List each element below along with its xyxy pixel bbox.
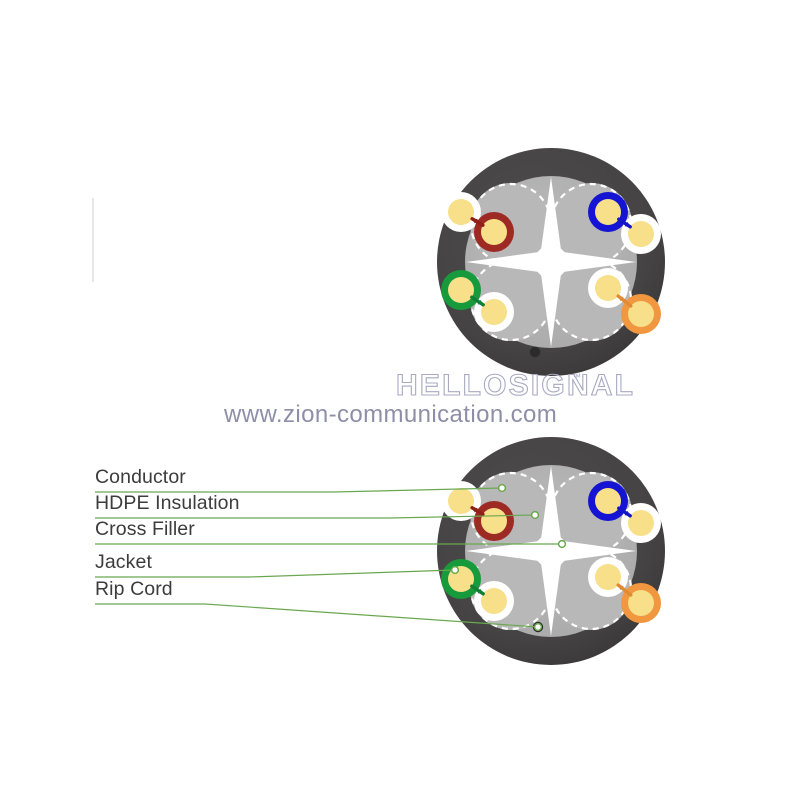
conductor-core [448, 277, 474, 303]
colored-conductor [474, 212, 514, 252]
watermark-trademark: ™ [572, 372, 581, 382]
leader-endpoint-marker [497, 483, 507, 493]
label-conductor: Conductor [95, 466, 186, 488]
white-conductor [474, 292, 514, 332]
twist-arrow-head [477, 299, 484, 305]
brown-white-pair [441, 481, 514, 541]
conductor-core [448, 199, 474, 225]
conductor-core [595, 564, 621, 590]
conductor-core [628, 221, 654, 247]
orange-white-pair [588, 557, 661, 623]
twist-arrow-head [624, 510, 631, 516]
label-cross-filler: Cross Filler [95, 518, 195, 540]
leader-conductor [95, 483, 507, 493]
cables-layer [437, 148, 665, 665]
leader-diagonal [204, 603, 539, 628]
conductor-core [481, 588, 507, 614]
leader-diagonal [389, 514, 536, 519]
rip-cord [529, 346, 541, 358]
leader-diagonal [249, 569, 456, 578]
twist-arrow-head [477, 588, 484, 594]
leader-endpoint-marker [450, 565, 460, 575]
conductor-core [448, 488, 474, 514]
white-conductor [474, 581, 514, 621]
label-hdpe-insulation: HDPE Insulation [95, 492, 240, 514]
conductor-core [628, 590, 654, 616]
twist-arrow-head [472, 507, 478, 513]
label-jacket: Jacket [95, 551, 152, 573]
white-conductor [588, 268, 628, 308]
colored-conductor [474, 501, 514, 541]
colored-conductor [621, 294, 661, 334]
orange-white-pair [588, 268, 661, 334]
conductor-core [481, 508, 507, 534]
brown-white-pair [441, 192, 514, 252]
green-white-pair [441, 270, 514, 332]
blue-white-pair [588, 192, 661, 254]
label-rip-cord: Rip Cord [95, 578, 173, 600]
conductor-core [595, 199, 621, 225]
conductor-core [628, 301, 654, 327]
twist-arrow-head [618, 296, 624, 302]
leader-rip-cord [95, 603, 543, 632]
conductor-core [481, 219, 507, 245]
white-conductor [588, 557, 628, 597]
leader-endpoint-marker [530, 510, 540, 520]
leader-hdpe-insulation [95, 510, 540, 520]
cross-filler [465, 176, 637, 348]
colored-conductor [441, 559, 481, 599]
watermark-url: www.zion-communication.com [223, 401, 557, 428]
watermark-brand: HELLOSIGNAL [396, 369, 635, 402]
white-conductor [621, 503, 661, 543]
watermark: HELLOSIGNAL ™ www.zion-communication.com [223, 368, 635, 428]
lower-cable [437, 437, 665, 665]
leader-diagonal [332, 487, 503, 493]
conductor-core [595, 488, 621, 514]
leader-jacket [95, 565, 460, 578]
twist-arrow-head [624, 221, 631, 227]
colored-conductor [588, 481, 628, 521]
white-conductor [621, 214, 661, 254]
colored-conductor [588, 192, 628, 232]
upper-cable [437, 148, 665, 376]
colored-conductor [621, 583, 661, 623]
conductor-core [628, 510, 654, 536]
leader-lines-layer [95, 483, 567, 632]
leader-endpoint-marker [533, 622, 543, 632]
cross-filler [465, 465, 637, 637]
white-conductor [441, 192, 481, 232]
conductor-core [481, 299, 507, 325]
twist-arrow-head [618, 585, 624, 591]
conductor-core [595, 275, 621, 301]
leader-cross-filler [95, 539, 567, 549]
leader-endpoint-marker [557, 539, 567, 549]
twist-arrow-head [472, 218, 478, 224]
white-conductor [441, 481, 481, 521]
colored-conductor [441, 270, 481, 310]
blue-white-pair [588, 481, 661, 543]
